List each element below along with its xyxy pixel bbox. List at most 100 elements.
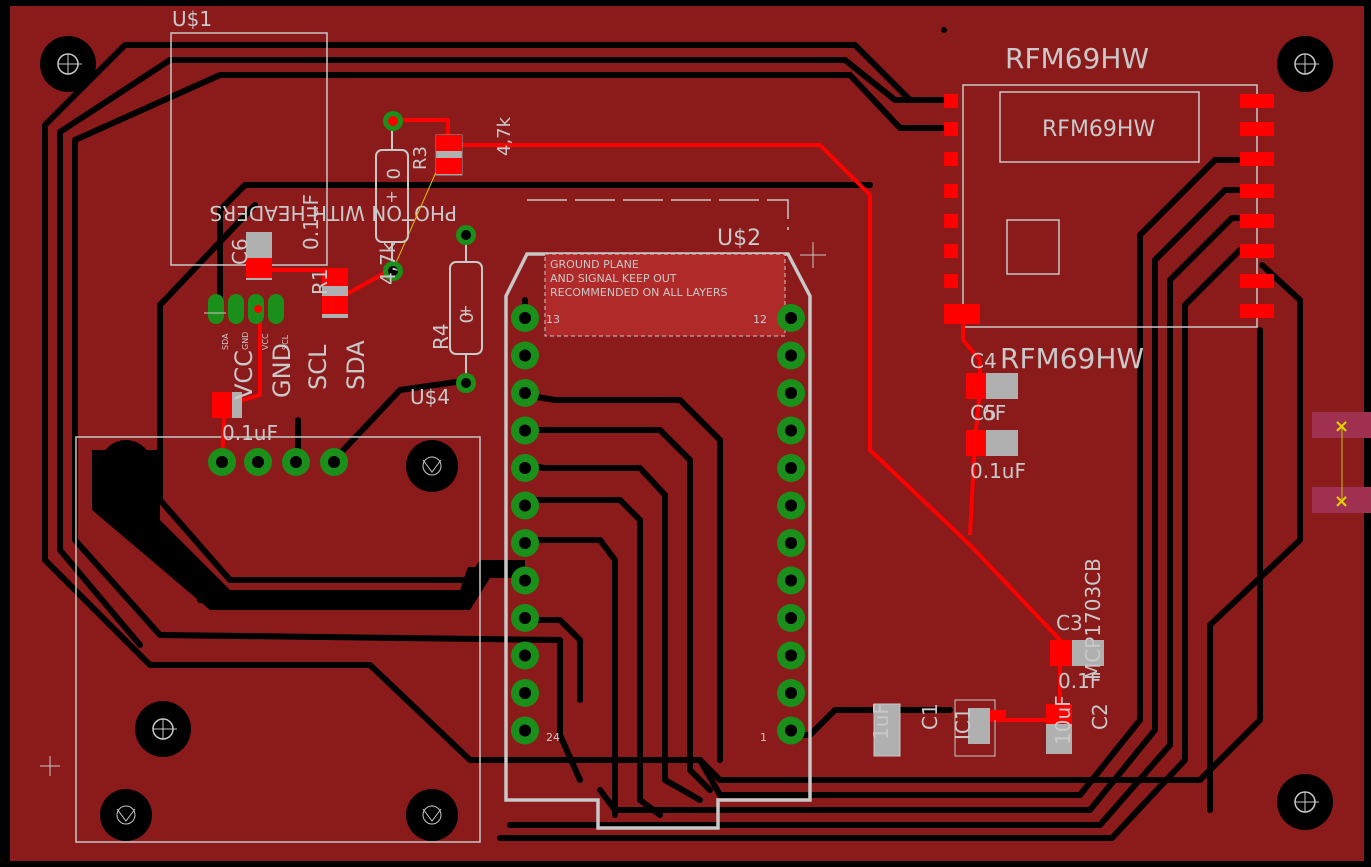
regulator-label: MCP1703CB: [1081, 558, 1105, 680]
r3-pad: [435, 134, 463, 176]
svg-text:×: ×: [1334, 491, 1349, 512]
r1-pad: [322, 268, 348, 318]
c-left-value: 0.1uF: [222, 421, 278, 445]
r3-label: R3: [410, 146, 431, 170]
photon-pin-drill: [785, 387, 797, 399]
c2-value: 10uF: [1051, 695, 1075, 745]
photon-pin-drill: [519, 574, 531, 587]
hdr-gnd-label: GND: [241, 332, 250, 350]
scl-label: SCL: [304, 344, 332, 390]
c6-pad: [246, 232, 272, 280]
c2-pad: [1046, 704, 1072, 754]
photon-pin-drill: [519, 499, 531, 512]
rfm-module: RFM69HW RFM69HW RFM69HW: [944, 42, 1274, 375]
photon-pin-drill: [785, 724, 797, 737]
pin-13-label: 13: [546, 313, 560, 326]
rfm-inner-label: RFM69HW: [1042, 117, 1155, 142]
ic1-label: IC1: [951, 707, 975, 740]
photon-pin-drill: [519, 387, 531, 399]
hdr-scl-label: SCL: [281, 334, 290, 350]
r2-zero: 0: [382, 168, 403, 179]
u2-label: U$2: [717, 226, 761, 251]
ic1-pad: [954, 699, 1006, 757]
c5-label: C5: [970, 401, 997, 425]
r1-value: 4,7k: [376, 241, 400, 285]
svg-text:+: +: [459, 301, 472, 320]
photon-pin-drill: [519, 724, 531, 737]
c3-pad: [1050, 640, 1104, 666]
photon-pin-drill: [519, 612, 531, 624]
c2-label: C2: [1088, 703, 1112, 730]
ground-note-line-2: AND SIGNAL KEEP OUT: [550, 272, 677, 285]
pin-12-label: 12: [753, 313, 767, 326]
hdr-vcc-label: VCC: [261, 333, 270, 350]
photon-pin-drill: [785, 349, 797, 362]
ground-note-line-3: RECOMMENDED ON ALL LAYERS: [550, 286, 728, 299]
hdr-sda-label: SDA: [221, 333, 230, 350]
photon-pin-drill: [519, 537, 531, 549]
photon-pin-drill: [785, 537, 797, 549]
u4-hole-4: [406, 789, 458, 841]
photon-pin-drill: [785, 612, 797, 624]
origin-marks: [40, 242, 826, 776]
r4-zero: 0: [455, 312, 476, 323]
c1-value: 1uF: [869, 703, 893, 740]
ground-note-line-1: GROUND PLANE: [550, 258, 639, 271]
u1-label: U$1: [172, 7, 212, 31]
r3-value: 4,7k: [494, 116, 515, 156]
c6-value: 0.1uF: [299, 194, 323, 250]
c5-value: 0.1uF: [970, 459, 1026, 483]
photon-pin-drill: [785, 499, 797, 512]
pin-24-label: 24: [546, 731, 560, 744]
photon-pin-drill: [785, 687, 797, 699]
rfm-side-label: RFM69HW: [1000, 342, 1144, 375]
photon-pins: [511, 304, 805, 745]
mounting-hole-bottom-right: [1277, 774, 1333, 830]
svg-text:×: ×: [1334, 416, 1349, 437]
resistor-r4: 0 + R4: [429, 236, 483, 382]
mounting-hole-bottom-left: [135, 701, 191, 757]
c4-pad: [966, 373, 1018, 399]
c1-label: C1: [918, 703, 942, 730]
photon-pin-drill: [519, 349, 531, 362]
photon-label: PHOTON WITH HEADERS: [210, 201, 457, 225]
u4-hole-3: [100, 789, 152, 841]
photon-pin-drill: [519, 312, 531, 324]
u4-hole-2: [406, 440, 458, 492]
r4-label: R4: [429, 323, 453, 350]
mounting-hole-top-right: [1277, 36, 1333, 92]
vcc-label: VCC: [230, 350, 258, 400]
mounting-hole-top-left: [40, 36, 96, 92]
pin-1-label: 1: [760, 731, 767, 744]
sensor-connector: VCC GND SCL SDA: [208, 340, 370, 476]
c3-value: 0.1F: [1058, 669, 1101, 693]
i2c-header: SDA GND VCC SCL: [208, 294, 290, 350]
sda-label: SDA: [342, 340, 370, 390]
c4-label: C4: [970, 349, 997, 373]
gnd-label: GND: [268, 343, 296, 398]
c6-label: C6: [228, 238, 252, 265]
r1-label: R1: [308, 268, 332, 295]
photon-pin-drill: [519, 687, 531, 699]
c3-label: C3: [1056, 611, 1083, 635]
c4-value: 6F: [982, 401, 1006, 425]
c-left-pad: [212, 392, 242, 418]
photon-pin-drill: [519, 424, 531, 437]
rfm-top-label: RFM69HW: [1005, 42, 1149, 75]
c1-pad: [873, 703, 901, 757]
c5-pad: [966, 430, 1018, 456]
photon-pin-drill: [785, 312, 797, 324]
photon-pin-drill: [519, 462, 531, 474]
u4-label: U$4: [410, 385, 450, 409]
ground-pour: [92, 450, 525, 610]
svg-text:+: +: [385, 187, 398, 206]
photon-pin-drill: [785, 649, 797, 662]
photon-pin-drill: [785, 462, 797, 474]
photon-pin-drill: [519, 649, 531, 662]
photon-pin-drill: [785, 574, 797, 587]
photon-pin-drill: [785, 424, 797, 437]
bottom-layer-traces: [42, 27, 1303, 841]
smd-components: R3 4,7k C6 0.1uF R1 4,7k 0.1uF C4 6F C5 …: [212, 116, 1112, 757]
u4-outline: [75, 436, 481, 843]
